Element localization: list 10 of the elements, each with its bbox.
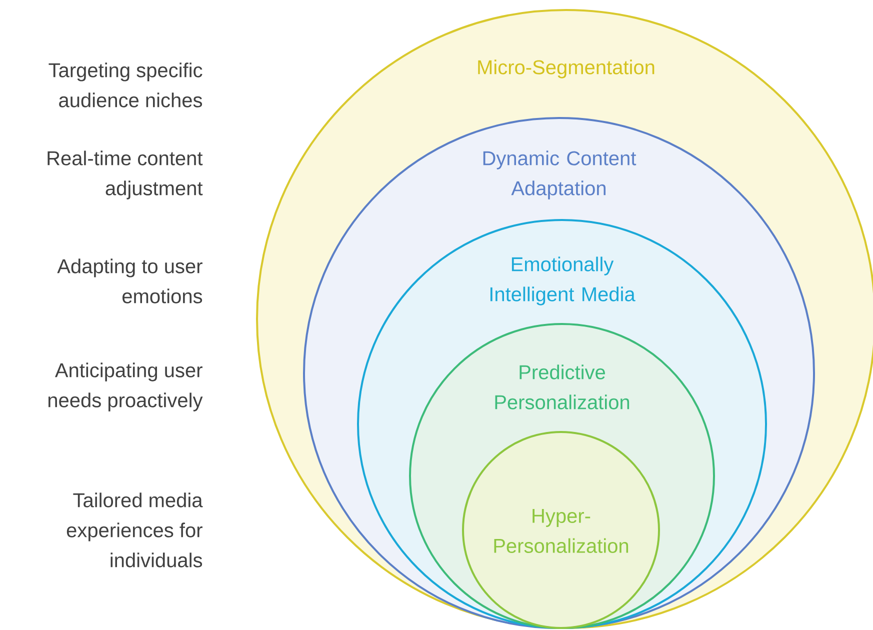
description-text: Adapting to user emotions <box>57 258 202 304</box>
description-text: Targeting specific audience niches <box>48 62 202 108</box>
description-text: Real-time content adjustment <box>48 150 203 200</box>
description-text: Anticipating user needs proactively <box>48 362 203 412</box>
circle-label: Emotionally Intelligent Media <box>490 256 636 306</box>
circle-label: Dynamic Content Adaptation <box>483 150 636 200</box>
circle-label: Predictive Personalization <box>495 364 630 410</box>
circle-label: Micro-Segmentation <box>478 60 654 78</box>
description-text: Tailored media experiences for individuals <box>66 492 203 568</box>
circle-label: Hyper-Personalization <box>494 509 628 553</box>
